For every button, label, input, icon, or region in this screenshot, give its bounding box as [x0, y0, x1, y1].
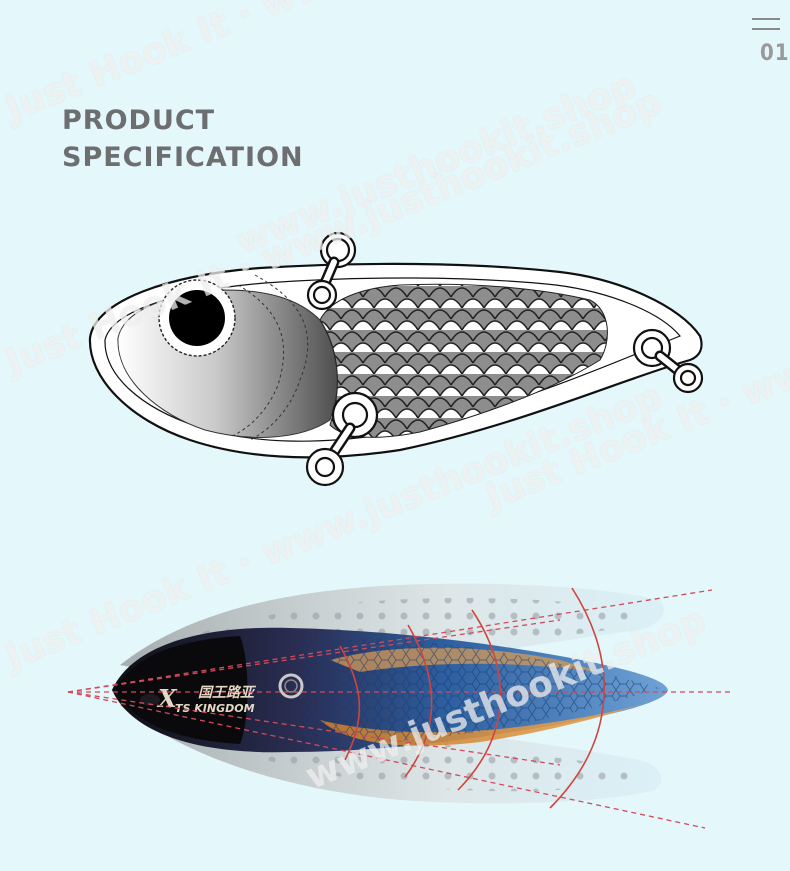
page-title: PRODUCT SPECIFICATION	[62, 102, 304, 176]
lure-scales	[319, 283, 608, 438]
belly-hook-hanger	[305, 391, 379, 487]
line-tie-ring	[278, 673, 304, 699]
title-line-2: SPECIFICATION	[62, 142, 304, 173]
hamburger-menu-icon[interactable]	[752, 18, 780, 40]
tail-hook-eye	[632, 328, 704, 394]
swing-arcs	[339, 587, 605, 809]
brand-en: TS KINGDOM	[175, 702, 255, 715]
motion-lines	[67, 589, 730, 829]
title-line-1: PRODUCT	[62, 105, 216, 136]
top-line-tie	[306, 231, 357, 311]
brand-cn: 国王路亚	[198, 684, 257, 701]
page-number: 01	[760, 41, 790, 66]
